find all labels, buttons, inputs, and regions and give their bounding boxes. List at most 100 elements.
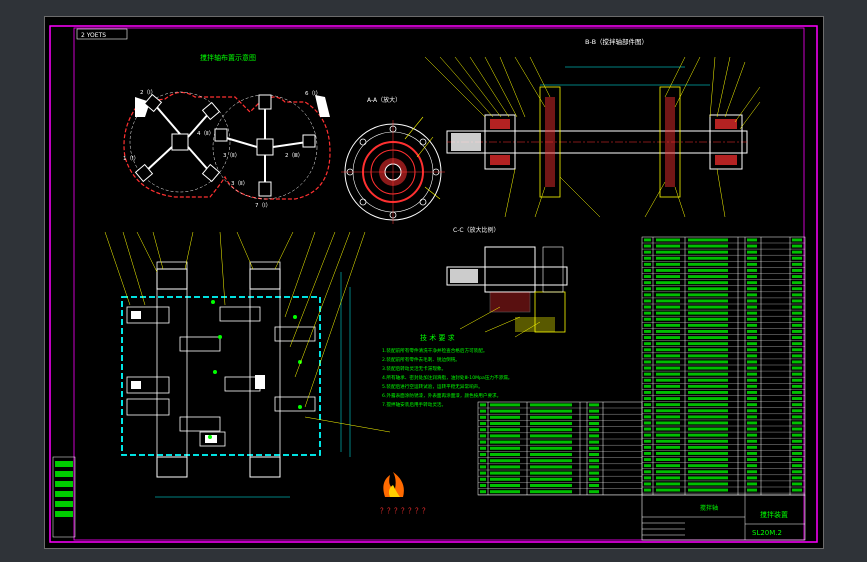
table-cell-text <box>656 275 680 278</box>
table-cell-text <box>490 415 520 419</box>
table-cell-text <box>747 482 757 486</box>
table-cell-text <box>589 459 599 463</box>
svg-text:3（Ⅱ）: 3（Ⅱ） <box>231 180 248 187</box>
table-cell-text <box>792 482 802 486</box>
tech-title: 技 术 要 求 <box>420 333 455 342</box>
table-cell-text <box>644 262 651 266</box>
table-cell-text <box>792 250 802 254</box>
table-cell-text <box>490 465 520 469</box>
table-cell-text <box>792 348 802 352</box>
table-cell-text <box>530 428 572 432</box>
table-cell-text <box>656 293 680 297</box>
table-cell-text <box>644 366 651 370</box>
table-cell-text <box>792 299 802 303</box>
table-cell-text <box>792 262 802 266</box>
table-cell-text <box>656 317 680 321</box>
table-cell-text <box>688 464 728 468</box>
table-cell-text <box>688 336 728 339</box>
table-cell-text <box>747 433 757 437</box>
table-cell-text <box>747 256 757 260</box>
table-cell-text <box>688 458 728 461</box>
table-cell-text <box>747 464 757 468</box>
table-cell-text <box>480 434 486 438</box>
svg-text:7（Ⅰ）: 7（Ⅰ） <box>255 202 271 209</box>
table-cell-text <box>688 275 728 278</box>
table-cell-text <box>656 238 680 242</box>
table-cell-text <box>688 366 728 370</box>
table-cell-text <box>656 250 680 254</box>
svg-text:2（Ⅲ）: 2（Ⅲ） <box>285 152 303 159</box>
table-cell-text <box>480 471 486 475</box>
bb-title: B-B（搅拌轴部件图） <box>585 37 648 46</box>
table-cell-text <box>747 458 757 461</box>
table-cell-text <box>792 445 802 449</box>
table-cell-text <box>747 293 757 297</box>
drawing-sheet: 2 YOETS 搅拌轴布置示意图 <box>44 16 824 549</box>
table-cell-text <box>589 484 599 487</box>
table-cell-text <box>747 287 757 291</box>
table-cell-text <box>530 471 572 475</box>
table-cell-text <box>688 488 728 492</box>
table-cell-text <box>644 476 651 480</box>
table-cell-text <box>792 293 802 297</box>
table-cell-text <box>747 299 757 303</box>
table-cell-text <box>644 445 651 449</box>
table-cell-text <box>644 409 651 413</box>
table-cell-text <box>747 452 757 455</box>
table-cell-text <box>688 299 728 303</box>
table-cell-text <box>530 453 572 456</box>
table-cell-text <box>644 305 651 309</box>
table-cell-text <box>644 287 651 291</box>
table-cell-text <box>747 378 757 382</box>
table-cell-text <box>656 366 680 370</box>
table-cell-text <box>656 336 680 339</box>
table-cell-text <box>644 354 651 358</box>
tech-line: 4.所有轴承、密封处加注润滑脂，油封处Ⅲ-10Mpa压力不渗漏。 <box>382 374 512 381</box>
title-name: 搅拌装置 <box>760 510 788 519</box>
table-cell-text <box>688 360 728 364</box>
table-cell-text <box>490 446 520 450</box>
svg-text:2（Ⅰ）: 2（Ⅰ） <box>140 89 156 96</box>
tech-line: 2.装配前所有零件去毛刺、锐边倒钝。 <box>382 356 460 363</box>
table-cell-text <box>644 299 651 303</box>
table-cell-text <box>644 488 651 492</box>
table-cell-text <box>747 427 757 431</box>
table-cell-text <box>490 428 520 432</box>
table-cell-text <box>656 384 680 388</box>
table-cell-text <box>589 446 599 450</box>
table-cell-text <box>656 348 680 352</box>
table-cell-text <box>688 384 728 388</box>
table-cell-text <box>480 459 486 463</box>
table-cell-text <box>747 415 757 419</box>
table-cell-text <box>688 305 728 309</box>
table-cell-text <box>490 453 520 456</box>
table-cell-text <box>589 428 599 432</box>
table-cell-text <box>656 269 680 272</box>
table-cell-text <box>688 317 728 321</box>
table-cell-text <box>480 403 486 407</box>
table-cell-text <box>792 281 802 285</box>
drawing-code: SL20M.2 <box>752 529 782 537</box>
table-cell-text <box>656 299 680 303</box>
table-cell-text <box>747 336 757 339</box>
table-cell-text <box>688 470 728 474</box>
table-cell-text <box>644 439 651 443</box>
table-cell-text <box>792 439 802 443</box>
table-cell-text <box>656 281 680 285</box>
table-cell-text <box>656 482 680 486</box>
table-cell-text <box>644 360 651 364</box>
table-cell-text <box>644 415 651 419</box>
table-cell-text <box>688 421 728 425</box>
table-cell-text <box>747 445 757 449</box>
table-cell-text <box>792 391 802 394</box>
layout-title: 搅拌轴布置示意图 <box>200 53 256 62</box>
table-cell-text <box>656 470 680 474</box>
table-cell-text <box>656 287 680 291</box>
table-cell-text <box>644 281 651 285</box>
table-cell-text <box>747 281 757 285</box>
table-cell-text <box>747 421 757 425</box>
table-cell-text <box>644 269 651 272</box>
table-cell-text <box>644 427 651 431</box>
table-cell-text <box>656 452 680 455</box>
table-cell-text <box>644 458 651 461</box>
